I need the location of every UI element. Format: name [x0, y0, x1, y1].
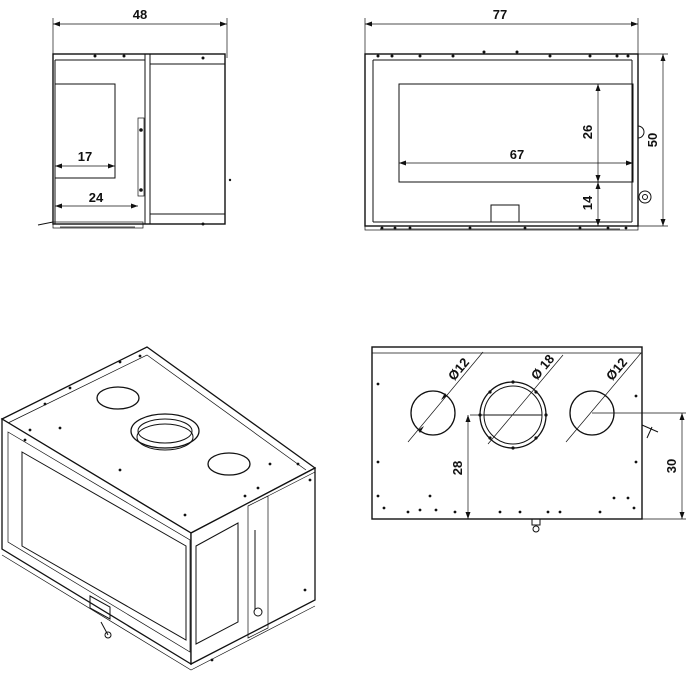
left-outlet-label: Ø12 [445, 355, 472, 383]
side-view: 48 17 24 [37, 7, 232, 229]
right-height-label: 30 [664, 459, 679, 473]
front-bottom-height-label: 14 [580, 195, 595, 210]
side-glass-label: 17 [78, 149, 92, 164]
front-view: 77 [364, 7, 668, 231]
top-view: Ø12 Ø 18 Ø12 28 30 [371, 346, 686, 533]
right-outlet-label: Ø12 [603, 355, 630, 383]
side-width-label: 48 [133, 7, 147, 22]
side-depth-label: 24 [89, 190, 104, 205]
left-outlet [410, 390, 456, 436]
front-width-label: 77 [493, 7, 507, 22]
outlet-height-label: 28 [450, 461, 465, 475]
isometric-view [0, 346, 317, 671]
front-height-label: 50 [645, 133, 660, 147]
front-glass-label: 67 [510, 147, 524, 162]
front-glass-height-label: 26 [580, 125, 595, 139]
